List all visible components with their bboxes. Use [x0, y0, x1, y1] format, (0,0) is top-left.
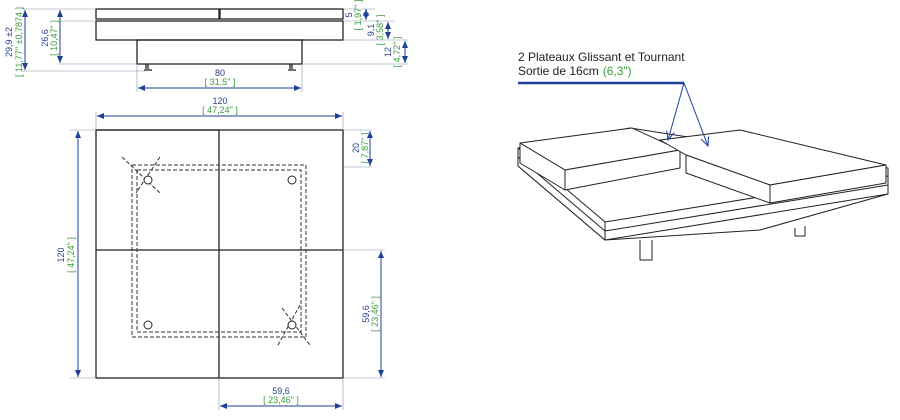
plan-width-mm: 120	[212, 96, 227, 106]
tray-height-in: [ 1,97" ]	[353, 0, 363, 30]
top-height-mm: 9,1	[366, 24, 376, 37]
tray-left	[95, 8, 220, 20]
tray-height-mm: 5	[344, 12, 354, 17]
body-height-in: [ 10,47" ]	[49, 20, 59, 56]
feet	[144, 64, 296, 71]
rotation-guides	[121, 156, 311, 346]
pivot-icons	[143, 175, 297, 330]
offset-in: [ 7,87" ]	[360, 133, 370, 164]
perspective-view	[517, 127, 889, 261]
tray-width-in: [ 23,46" ]	[263, 395, 299, 405]
tray-depth-in: [ 23,46" ]	[370, 296, 380, 332]
plan-depth-in: [ 47,24" ]	[66, 237, 76, 273]
tray-width-mm: 59,6	[272, 386, 290, 396]
base-width-in: [ 31,5" ]	[205, 77, 236, 87]
total-height-in: [ 11,77" ±0,7874 ]	[14, 7, 24, 77]
base-width-mm: 80	[215, 68, 225, 78]
callout: 2 Plateaux Glissant et Tournant Sortie d…	[518, 50, 708, 146]
table-base	[136, 39, 303, 65]
side-view: 29,9 ±2 [ 11,77" ±0,7874 ] 26,6 [ 10,47"…	[4, 0, 408, 92]
callout-line2: Sortie de 16cm	[518, 64, 599, 78]
body-height-mm: 26,6	[40, 29, 50, 47]
tray-right	[219, 8, 344, 20]
tray-divisions	[96, 129, 343, 378]
base-height-mm: 12	[383, 47, 393, 57]
table-top	[95, 20, 344, 41]
callout-line1: 2 Plateaux Glissant et Tournant	[518, 50, 685, 64]
callout-inch: (6,3")	[603, 64, 632, 78]
tray-depth-mm: 59,6	[361, 305, 371, 323]
total-height-mm: 29,9 ±2	[4, 27, 14, 57]
plan-view: 120 [ 47,24" ] 120 [ 47,24" ] 20 [ 7,87"…	[56, 96, 385, 410]
callout-arrow-left	[668, 82, 685, 140]
base-outline-hidden-outer	[131, 164, 307, 338]
top-height-in: [ 3,58" ]	[375, 15, 385, 46]
plan-depth-mm: 120	[56, 247, 66, 262]
base-height-in: [ 4,72" ]	[392, 37, 402, 68]
base-outline-hidden	[136, 169, 302, 333]
svg-text:Sortie de 16cm(6,3"): Sortie de 16cm (6,3")	[518, 64, 632, 78]
plan-width-in: [ 47,24" ]	[202, 105, 238, 115]
callout-arrow-right	[683, 82, 708, 146]
offset-mm: 20	[351, 143, 361, 153]
